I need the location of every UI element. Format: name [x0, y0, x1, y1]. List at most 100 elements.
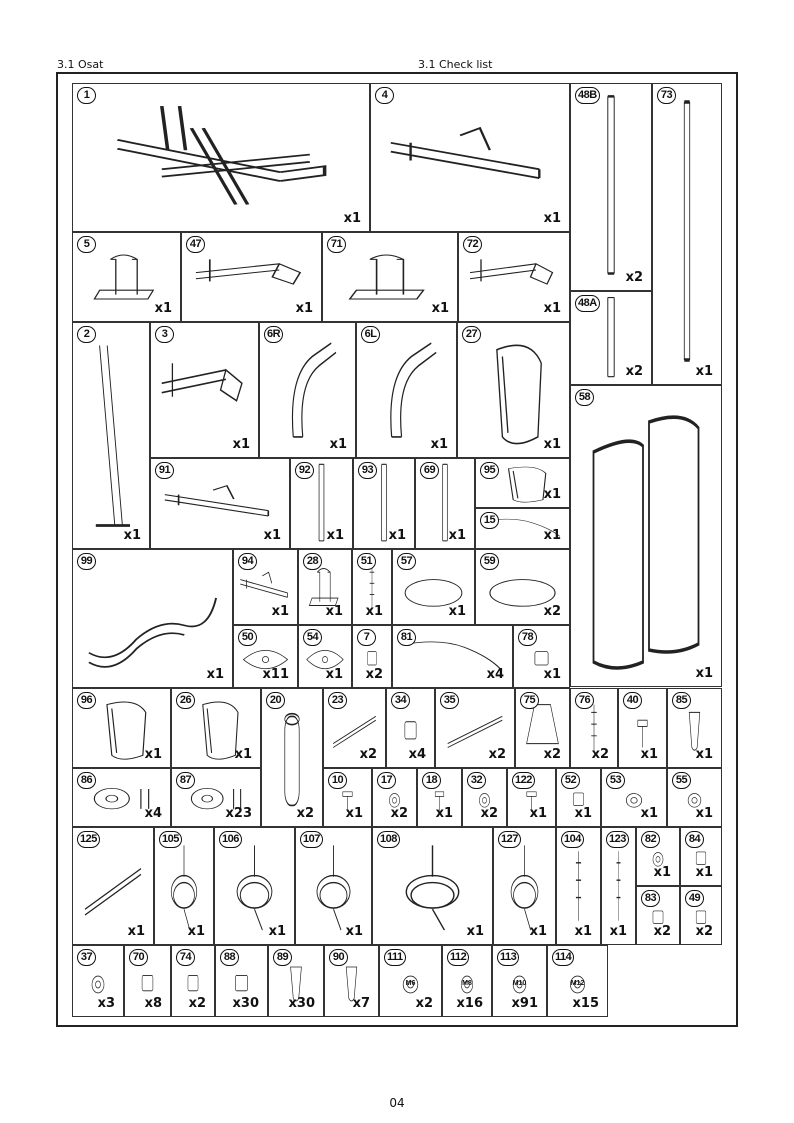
part-illustration-icon	[84, 867, 142, 916]
part-cell-111: M6 111 x2	[379, 945, 442, 1017]
part-illustration-icon	[687, 793, 702, 808]
section-heading-english: 3.1 Check list	[418, 58, 493, 71]
part-number-badge: 48B	[575, 87, 600, 104]
part-quantity: x1	[144, 747, 162, 762]
part-cell-90: 90 x7	[324, 945, 379, 1017]
part-quantity: x1	[574, 806, 592, 821]
part-illustration-icon	[526, 791, 537, 812]
part-illustration-icon	[236, 845, 273, 931]
part-quantity: x3	[97, 996, 115, 1011]
part-illustration-icon	[695, 851, 707, 865]
part-quantity: x1	[431, 301, 449, 316]
part-illustration-icon	[170, 845, 198, 931]
part-illustration-icon	[405, 845, 460, 931]
nut-size-label: M6	[405, 980, 416, 987]
part-illustration-icon	[164, 484, 270, 517]
part-illustration-icon	[591, 704, 597, 752]
part-illustration-icon	[161, 363, 243, 402]
part-illustration-icon	[290, 966, 302, 1002]
part-illustration-icon	[93, 788, 150, 810]
part-quantity: x1	[543, 211, 561, 226]
part-illustration-icon	[116, 105, 327, 205]
part-illustration-icon	[607, 95, 615, 275]
part-number-badge: 55	[672, 772, 691, 789]
part-illustration-icon	[367, 651, 377, 666]
part-number-badge: 94	[238, 553, 257, 570]
part-quantity: x16	[456, 996, 483, 1011]
nut-size-label: M12	[570, 980, 585, 987]
part-illustration-icon	[95, 345, 130, 527]
part-quantity: x1	[609, 924, 627, 939]
part-number-badge: 104	[561, 831, 584, 848]
part-quantity: x1	[325, 667, 343, 682]
part-number-badge: 92	[295, 462, 314, 479]
part-number-badge: 122	[512, 772, 535, 789]
part-number-badge: 54	[303, 629, 322, 646]
part-number-badge: 23	[328, 692, 347, 709]
part-quantity: x1	[543, 437, 561, 452]
part-number-badge: 7	[357, 629, 376, 646]
part-number-badge: 111	[384, 949, 406, 966]
part-quantity: x1	[435, 806, 453, 821]
part-quantity: x2	[415, 996, 433, 1011]
part-number-badge: 6R	[264, 326, 284, 343]
part-quantity: x1	[640, 806, 658, 821]
part-illustration-icon	[592, 415, 700, 670]
part-illustration-icon	[512, 975, 527, 994]
part-illustration-icon	[404, 579, 463, 607]
part-number-badge: 52	[561, 772, 580, 789]
part-illustration-icon	[235, 974, 248, 992]
part-illustration-icon	[496, 344, 542, 445]
nut-size-label: M8	[462, 980, 472, 987]
part-illustration-icon	[369, 564, 375, 610]
part-number-badge: 51	[357, 553, 376, 570]
part-quantity: x1	[127, 924, 145, 939]
part-quantity: x7	[352, 996, 370, 1011]
part-number-badge: 37	[77, 949, 96, 966]
part-illustration-icon	[316, 845, 351, 931]
part-number-badge: 87	[176, 772, 195, 789]
part-quantity: x2	[488, 747, 506, 762]
part-number-badge: 70	[129, 949, 148, 966]
parts-checklist-frame	[56, 72, 738, 1027]
part-illustration-icon	[190, 788, 242, 810]
part-number-badge: 20	[266, 692, 285, 709]
part-quantity: x4	[486, 667, 504, 682]
part-number-badge: 47	[186, 236, 205, 253]
part-number-badge: 28	[303, 553, 322, 570]
part-number-badge: 40	[623, 692, 642, 709]
part-illustration-icon	[390, 126, 541, 179]
part-quantity: x2	[591, 747, 609, 762]
part-number-badge: 90	[329, 949, 348, 966]
part-quantity: x1	[388, 528, 406, 543]
part-number-badge: 32	[467, 772, 486, 789]
part-quantity: x1	[365, 604, 383, 619]
part-number-badge: 113	[497, 949, 520, 966]
part-illustration-icon	[404, 641, 501, 669]
